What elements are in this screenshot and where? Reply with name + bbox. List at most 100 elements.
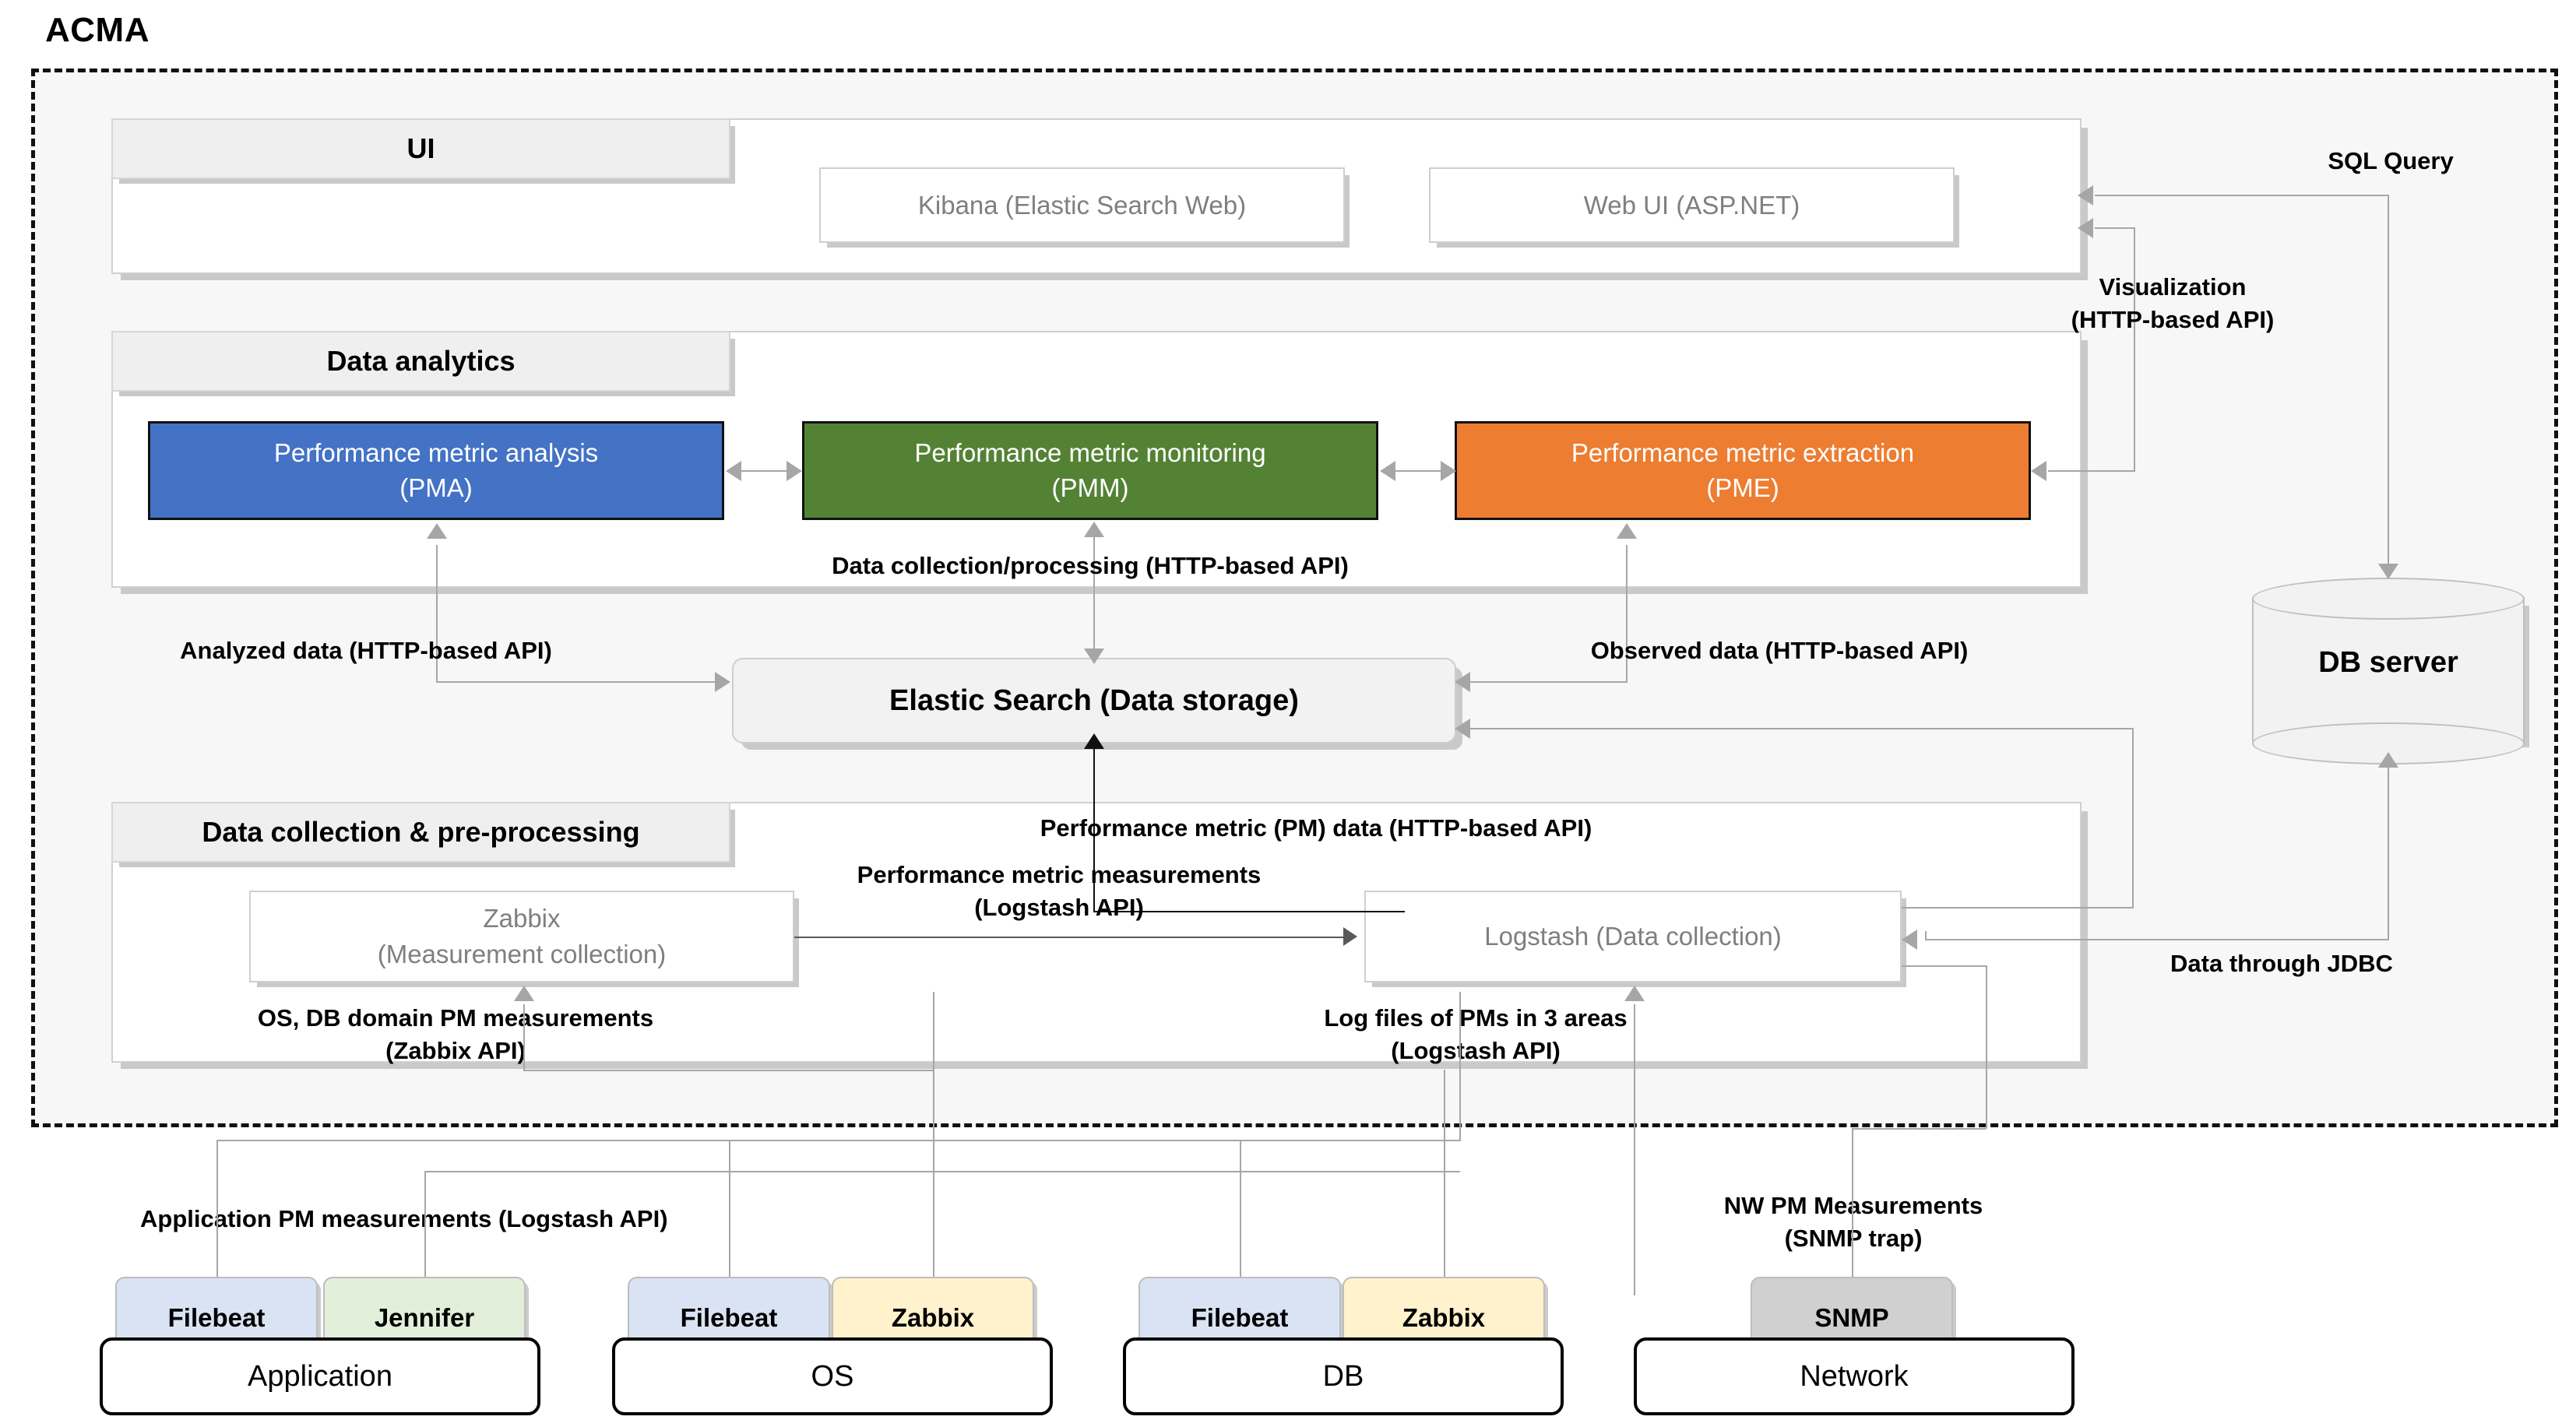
db-server-body xyxy=(2252,598,2525,743)
agent-application-filebeat-label: Filebeat xyxy=(167,1303,266,1332)
connector-db-filebeat-up xyxy=(1240,1140,1241,1280)
connector-visualization-bottom xyxy=(2048,470,2135,472)
connector-zabbix-logstash xyxy=(794,937,1343,938)
domain-box-db[interactable]: DB xyxy=(1123,1337,1564,1415)
analytics-box-pme[interactable]: Performance metric extraction (PME) xyxy=(1455,421,2031,520)
connector-sqlquery-vertical xyxy=(2388,195,2389,578)
elastic-search-label: Elastic Search (Data storage) xyxy=(889,684,1299,717)
connector-pmm-pme xyxy=(1394,470,1441,472)
connector-logstash-elastic-tail xyxy=(1902,907,2134,909)
edge-label-pm-measurements: Performance metric measurements (Logstas… xyxy=(857,861,1262,921)
analytics-layer-label: Data analytics xyxy=(326,345,516,377)
edge-label-log-files: Log files of PMs in 3 areas (Logstash AP… xyxy=(1324,1004,1628,1064)
connector-snmp-riser2 xyxy=(1986,965,1987,1129)
connector-jdbc-horizontal xyxy=(1925,939,2389,940)
ui-layer-tab: UI xyxy=(111,118,730,179)
ui-layer-label: UI xyxy=(406,132,435,164)
connector-analyzed-vertical xyxy=(436,545,438,681)
edge-label-sql-query: SQL Query xyxy=(2328,147,2454,174)
edge-label-data-through-jdbc: Data through JDBC xyxy=(2170,950,2393,977)
agent-db-filebeat-label: Filebeat xyxy=(1191,1303,1289,1332)
edge-label-pm-data: Performance metric (PM) data (HTTP-based… xyxy=(1040,814,1592,842)
edge-label-application-pm: Application PM measurements (Logstash AP… xyxy=(140,1205,668,1232)
connector-jdbc-vertical xyxy=(2388,760,2389,939)
collection-box-logstash[interactable]: Logstash (Data collection) xyxy=(1364,891,1902,982)
edge-label-os-db-domain: OS, DB domain PM measurements (Zabbix AP… xyxy=(257,1004,654,1064)
connector-snmp-to-logstash xyxy=(1902,965,1987,967)
agent-db-zabbix-label: Zabbix xyxy=(1402,1303,1486,1332)
arrowhead-jdbc-to-logstash xyxy=(1902,930,1917,950)
analytics-box-pmm-label: Performance metric monitoring (PMM) xyxy=(914,438,1266,502)
analytics-box-pma[interactable]: Performance metric analysis (PMA) xyxy=(148,421,724,520)
connector-db-zabbix-up xyxy=(1444,1070,1445,1280)
arrowhead-logstash-elastic xyxy=(1455,719,1470,739)
edge-label-visualization: Visualization (HTTP-based API) xyxy=(2071,273,2275,333)
connector-app-filebeat-top xyxy=(216,1140,1459,1141)
connector-pmdata-vertical xyxy=(1093,749,1095,912)
domain-box-network-label: Network xyxy=(1800,1359,1909,1393)
connector-pmdata-horizontal xyxy=(1093,911,1405,912)
collection-layer-tab: Data collection & pre-processing xyxy=(111,802,730,863)
analytics-layer-tab: Data analytics xyxy=(111,331,730,392)
collection-box-logstash-label: Logstash (Data collection) xyxy=(1484,922,1782,951)
edge-label-nw-pm: NW PM Measurements (SNMP trap) xyxy=(1723,1192,1983,1252)
db-server-label: DB server xyxy=(2318,646,2458,679)
connector-zabbix-feed-riser xyxy=(523,1004,525,1071)
domain-box-network[interactable]: Network xyxy=(1634,1337,2075,1415)
connector-app-jennifer-up xyxy=(424,1171,426,1280)
arrowhead-visualization-to-pme xyxy=(2031,461,2046,481)
connector-visualization-vertical xyxy=(2134,227,2135,470)
arrowhead-logfiles-to-logstash xyxy=(1624,986,1645,1001)
edge-label-observed-data: Observed data (HTTP-based API) xyxy=(1590,637,1969,664)
arrowhead-pma-pmm-left xyxy=(726,461,741,481)
arrowhead-visualization-to-webui xyxy=(2078,218,2093,238)
connector-visualization-top xyxy=(2095,227,2135,229)
domain-box-db-label: DB xyxy=(1322,1359,1364,1393)
edge-label-data-collection-processing: Data collection/processing (HTTP-based A… xyxy=(832,552,1349,579)
agent-application-jennifer-label: Jennifer xyxy=(374,1303,475,1332)
domain-box-os-label: OS xyxy=(811,1359,854,1393)
ui-box-webui[interactable]: Web UI (ASP.NET) xyxy=(1429,167,1955,243)
arrowhead-observed-to-pme xyxy=(1617,523,1637,539)
connector-app-filebeat-up xyxy=(216,1140,218,1280)
agent-network-snmp-label: SNMP xyxy=(1814,1303,1889,1332)
db-server-cylinder[interactable]: DB server xyxy=(2252,578,2525,764)
connector-pma-pmm xyxy=(740,470,787,472)
agent-os-filebeat-label: Filebeat xyxy=(680,1303,778,1332)
db-server-top-ellipse xyxy=(2252,578,2525,620)
elastic-search-storage[interactable]: Elastic Search (Data storage) xyxy=(732,658,1456,743)
connector-os-zabbix-up xyxy=(933,992,934,1280)
page-title: ACMA xyxy=(45,11,150,49)
arrowhead-jdbc-into-db xyxy=(2378,752,2398,768)
arrowhead-zabbix-to-logstash xyxy=(1343,927,1357,946)
connector-logfiles-riser xyxy=(1634,1004,1635,1295)
ui-box-kibana[interactable]: Kibana (Elastic Search Web) xyxy=(819,167,1345,243)
connector-sqlquery-horizontal xyxy=(2095,195,2389,196)
connector-analyzed-horizontal xyxy=(436,681,715,683)
collection-box-zabbix[interactable]: Zabbix (Measurement collection) xyxy=(249,891,794,982)
arrowhead-analyzed-to-elastic xyxy=(715,672,730,692)
arrowhead-observed-to-elastic xyxy=(1455,672,1470,692)
agent-os-zabbix-label: Zabbix xyxy=(891,1303,975,1332)
connector-observed-horizontal-a xyxy=(1470,681,1628,683)
connector-observed-vertical-a xyxy=(1626,545,1628,681)
edge-label-analyzed-data: Analyzed data (HTTP-based API) xyxy=(180,637,552,664)
connector-logstash-elastic-vertical xyxy=(2132,728,2134,907)
arrowhead-pmm-pme-right xyxy=(1441,461,1456,481)
arrowhead-pmm-elastic-down xyxy=(1084,648,1104,664)
domain-box-application[interactable]: Application xyxy=(100,1337,540,1415)
arrowhead-pmm-elastic-up xyxy=(1084,522,1104,537)
connector-app-jennifer-top xyxy=(424,1171,1460,1172)
domain-box-os[interactable]: OS xyxy=(612,1337,1053,1415)
ui-box-kibana-label: Kibana (Elastic Search Web) xyxy=(917,190,1247,220)
connector-jdbc-stub xyxy=(1925,931,1927,940)
analytics-box-pmm[interactable]: Performance metric monitoring (PMM) xyxy=(802,421,1378,520)
arrowhead-pmdata-to-elastic xyxy=(1084,733,1104,749)
connector-os-filebeat-up xyxy=(729,1140,730,1280)
analytics-box-pme-label: Performance metric extraction (PME) xyxy=(1571,438,1915,502)
connector-app-bus-riser xyxy=(1459,992,1461,1141)
arrowhead-sqlquery-to-db xyxy=(2378,564,2398,579)
collection-box-zabbix-label: Zabbix (Measurement collection) xyxy=(377,904,667,968)
connector-logstash-elastic-horizontal xyxy=(1470,728,2132,729)
analytics-box-pma-label: Performance metric analysis (PMA) xyxy=(273,438,599,502)
